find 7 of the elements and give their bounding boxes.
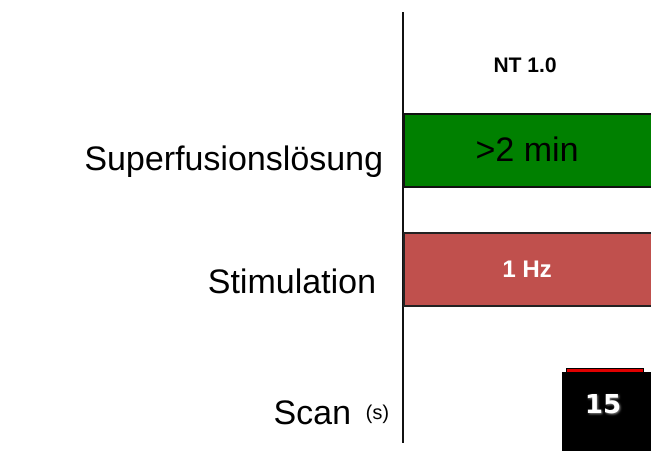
time-bar: 1 Hz — [403, 232, 651, 307]
row-label: Scan — [274, 393, 351, 434]
row-label: Superfusionslösung — [84, 139, 383, 180]
time-bar: >2 min — [403, 113, 651, 188]
row-label: Stimulation — [208, 262, 376, 303]
unit-label: (s) — [366, 401, 389, 426]
column-header: NT 1.0 — [492, 53, 558, 79]
